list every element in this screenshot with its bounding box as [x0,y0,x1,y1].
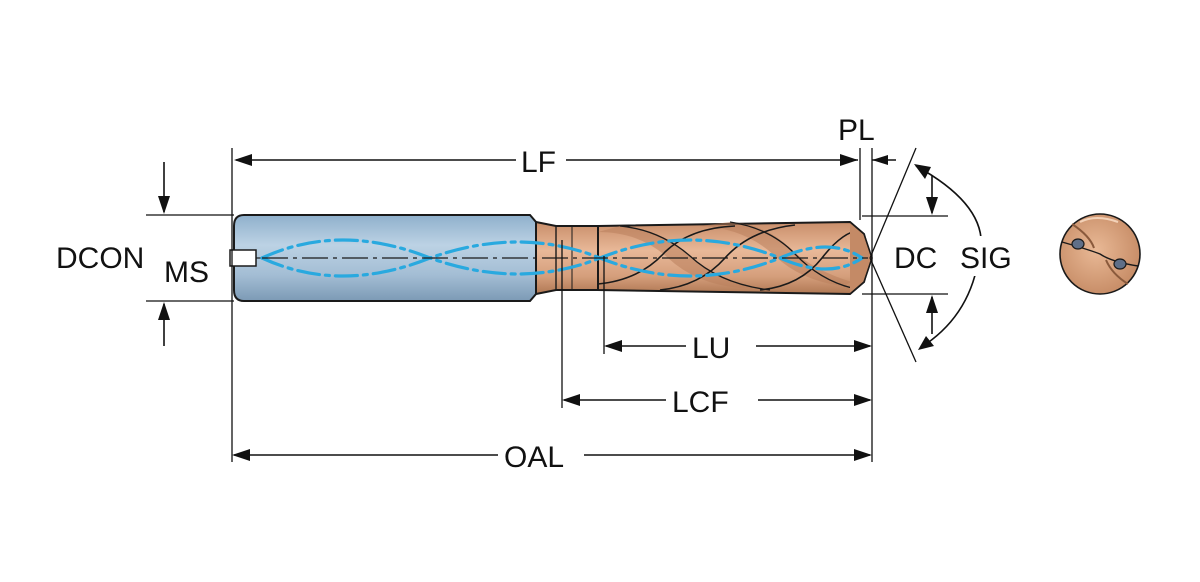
label-sig: SIG [960,242,1012,275]
label-ms: MS [164,256,209,289]
label-lf: LF [521,146,556,179]
label-oal: OAL [504,441,564,474]
dimension-lines [146,147,983,462]
label-pl: PL [838,114,875,147]
label-lu: LU [692,332,730,365]
label-lcf: LCF [672,386,729,419]
label-dcon: DCON [56,242,144,275]
shank-slot [229,249,257,267]
label-dc: DC [894,242,937,275]
coolant-hole-1 [1071,238,1085,250]
drill-end-view [1059,213,1141,295]
coolant-channels [260,238,868,278]
coolant-hole-2 [1113,258,1127,270]
